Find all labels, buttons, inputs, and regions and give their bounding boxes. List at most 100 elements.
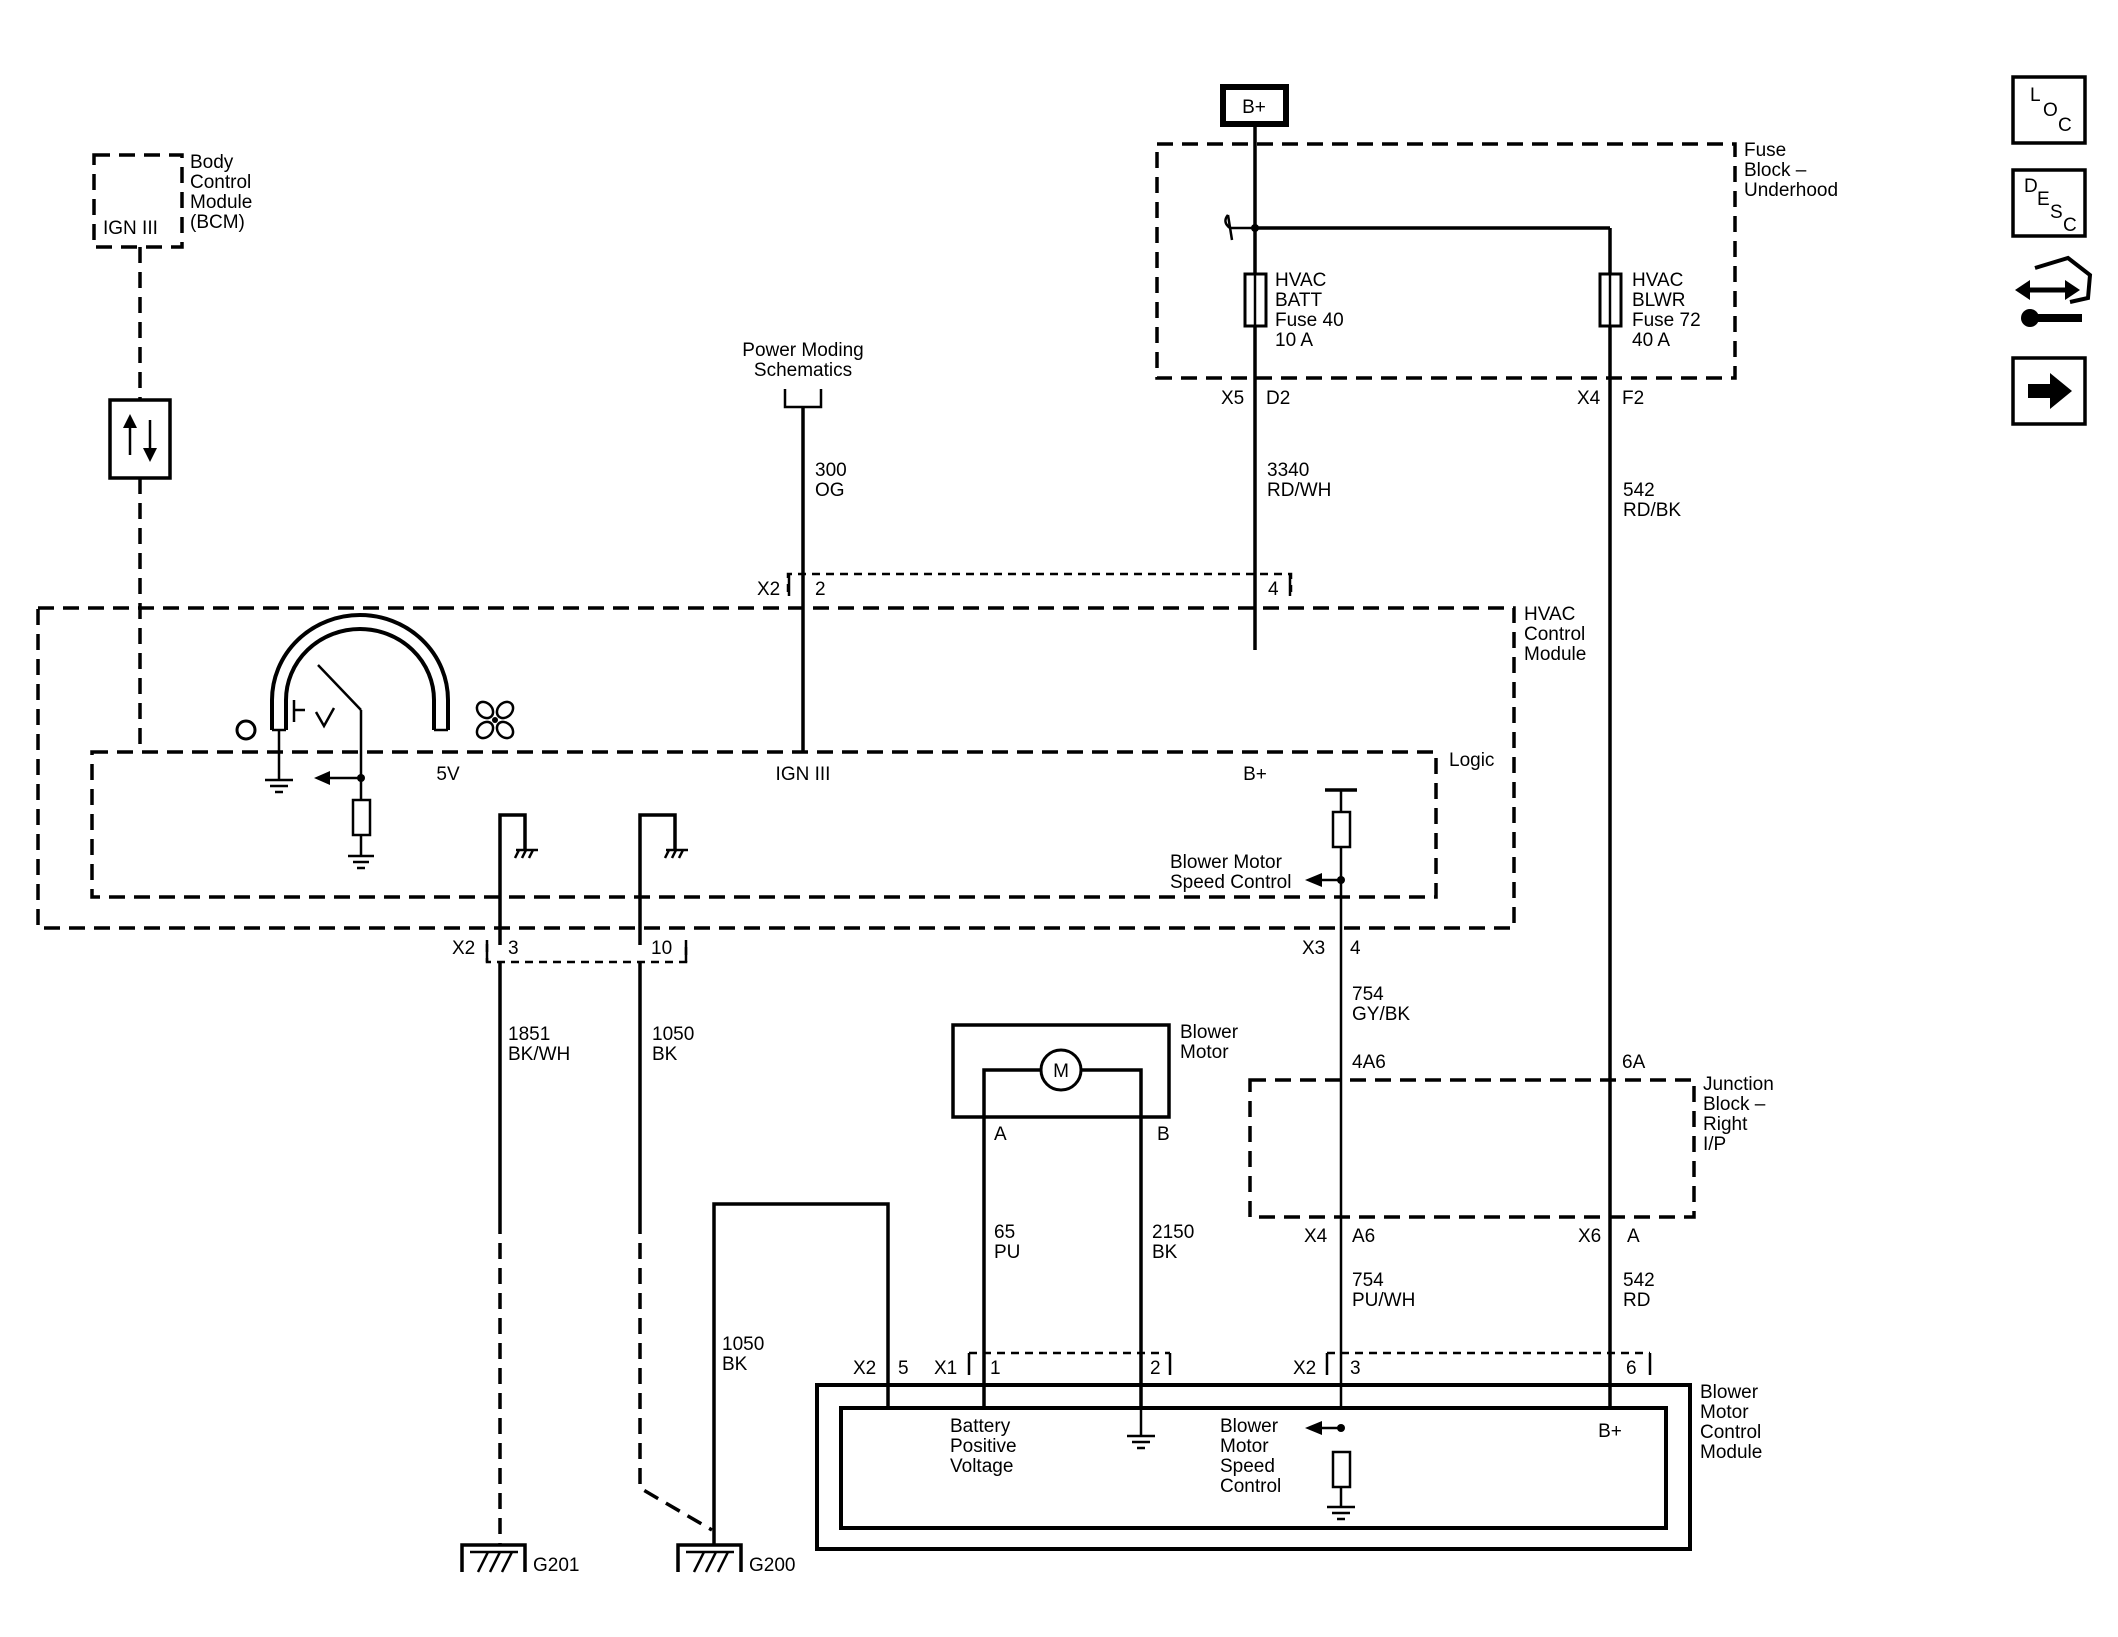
hvac-pin-ign: IGN III [776,764,831,785]
connector-hvac-top-x2: X2 [757,579,780,600]
hvac-label-1: HVAC [1524,604,1575,625]
description-icon-letter-e: E [2037,189,2050,210]
location-icon-letter-l: L [2030,85,2041,106]
wire-754-b-color: PU/WH [1352,1290,1415,1311]
wire-754-b-number: 754 [1352,1270,1384,1291]
connector-hvac-bot-3: 3 [508,938,519,959]
blower-motor-pin-a: A [994,1124,1007,1145]
description-nav-button[interactable]: D E S C [2011,168,2087,238]
connector-bm-6: 6 [1626,1358,1637,1379]
motor-symbol: M [1053,1061,1069,1082]
connector-bm-x1: X1 [934,1358,957,1379]
wire-65-number: 65 [994,1222,1015,1243]
blower-motor-pin-b: B [1157,1124,1170,1145]
hvac-label-2: Control [1524,624,1585,645]
description-icon-letter-d: D [2024,176,2038,197]
connector-fuse-x4: X4 [1577,388,1601,409]
fuse-block-label-3: Underhood [1744,180,1838,201]
junction-block-right-ip: Junction Block – Right I/P [1248,1074,1774,1219]
connector-bm-x2-3: X2 [1293,1358,1316,1379]
wire-754-a-color: GY/BK [1352,1004,1410,1025]
connector-bm-x2-5: X2 [853,1358,876,1379]
wire-1050-b [712,1202,890,1545]
junction-connector-a: A [1627,1226,1640,1247]
wire-1851-color: BK/WH [508,1044,570,1065]
wire-542-b-number: 542 [1623,1270,1655,1291]
bmcm-speed-label-4: Control [1220,1476,1281,1497]
fuse-72-label-3: Fuse 72 [1632,310,1701,331]
ground-g200-label: G200 [749,1555,795,1576]
hvac-logic-block: Logic [90,750,1494,899]
hvac-pin-5v: 5V [436,764,460,785]
hvac-speed-arrow-icon [1305,873,1322,887]
junction-pin-4a6: 4A6 [1352,1052,1386,1073]
blower-motor-control-module: Blower Motor Control Module [815,1382,1762,1551]
wire-300-number: 300 [815,460,847,481]
battery-label: B+ [1242,97,1266,118]
bcm-label-2: Control [190,172,251,193]
wire-754-a-number: 754 [1352,984,1384,1005]
blower-motor-label-1: Blower [1180,1022,1239,1043]
hvac-pin-bplus: B+ [1243,764,1267,785]
wire-300-color: OG [815,480,845,501]
fuse-40-label-1: HVAC [1275,270,1326,291]
bmcm-speed-arrow-icon [1305,1421,1322,1435]
logic-ground-icon [265,730,293,794]
connector-fuse-f2: F2 [1622,388,1644,409]
fuse-40-label-3: Fuse 40 [1275,310,1344,331]
bmcm-connectors: X2 5 X1 1 2 X2 3 6 [853,1351,1652,1379]
blower-motor: M Blower Motor A B [951,1022,1239,1150]
connector-bm-5: 5 [898,1358,909,1379]
connector-hvac-top-2: 2 [815,579,826,600]
power-moding-label-2: Schematics [754,360,852,381]
ground-g200-icon: G200 [676,1543,795,1576]
bmcm-pin-bplus: B+ [1598,1421,1622,1442]
fuse-block-label-1: Fuse [1744,140,1786,161]
wire-3340-color: RD/WH [1267,480,1331,501]
internal-ground-pin10 [638,813,688,945]
fuse-40-label-4: 10 A [1275,330,1313,351]
diagnostic-tool-nav-icon[interactable] [2015,255,2093,327]
wire-3340-number: 3340 [1267,460,1309,481]
bmcm-label-1: Blower [1700,1382,1759,1403]
wire-1050-a-splice [638,1218,713,1532]
junction-label-4: I/P [1703,1134,1726,1155]
connector-fuse-d2: D2 [1266,388,1290,409]
junction-connector-x6: X6 [1578,1226,1601,1247]
description-icon-letter-s: S [2050,202,2063,223]
connector-bm-1: 1 [990,1358,1001,1379]
next-page-arrow-button[interactable] [2011,356,2087,426]
wire-65-color: PU [994,1242,1020,1263]
bmcm-label-4: Module [1700,1442,1762,1463]
connector-hvac-top-4: 4 [1268,579,1279,600]
bcm-label-4: (BCM) [190,212,245,233]
bmcm-speed-control-circuit: Blower Motor Speed Control [1220,1416,1355,1521]
connector-hvac-bot-10: 10 [651,938,672,959]
blower-motor-label-2: Motor [1180,1042,1229,1063]
connector-bm-3: 3 [1350,1358,1361,1379]
description-icon-letter-c: C [2063,215,2077,236]
location-icon-letter-o: O [2043,100,2058,121]
junction-label-2: Block – [1703,1094,1766,1115]
switch-wiper [317,664,362,711]
hvac-control-module: HVAC Control Module [36,604,1586,930]
location-nav-button[interactable]: L O C [2011,75,2087,145]
connector-hvac-bot-x2: X2 [452,938,475,959]
wire-542-number: 542 [1623,480,1655,501]
bmcm-speed-label-3: Speed [1220,1456,1275,1477]
junction-connector-x4: X4 [1304,1226,1328,1247]
wire-1050-b-number: 1050 [722,1334,764,1355]
fuse-busbar [1224,124,1612,1408]
hvac-label-3: Module [1524,644,1586,665]
connector-fuse-x5: X5 [1221,388,1244,409]
wire-1050-a-number: 1050 [652,1024,694,1045]
connector-hvac-x3: X3 [1302,938,1325,959]
fuse-72-label-4: 40 A [1632,330,1670,351]
wire-542-color: RD/BK [1623,500,1681,521]
bmcm-pin-batt-3: Voltage [950,1456,1013,1477]
wire-542-b-color: RD [1623,1290,1650,1311]
bmcm-speed-label-2: Motor [1220,1436,1269,1457]
ground-g201-icon: G201 [460,1543,579,1576]
bmcm-label-2: Motor [1700,1402,1749,1423]
fuse-72-label-1: HVAC [1632,270,1683,291]
